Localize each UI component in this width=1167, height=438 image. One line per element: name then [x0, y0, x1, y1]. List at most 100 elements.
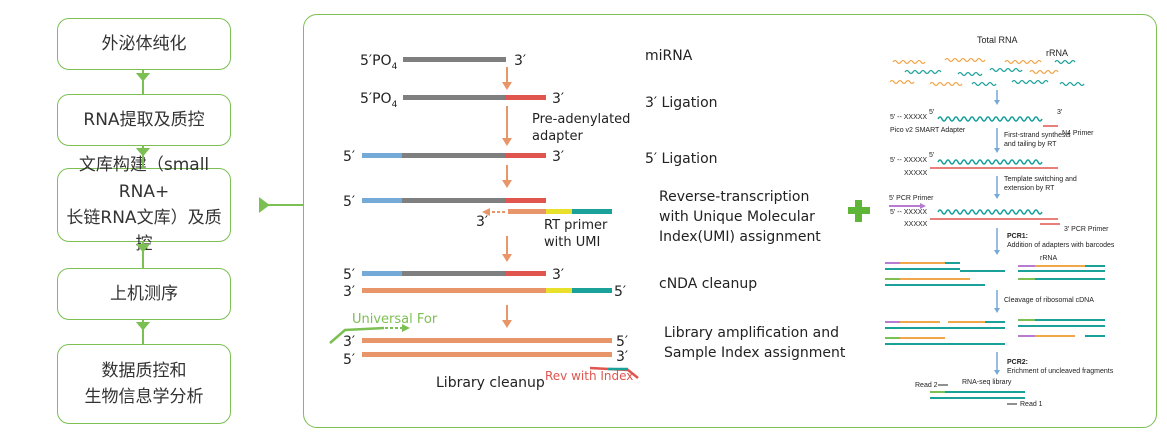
cdna-strand: [362, 288, 546, 293]
cdna-index-tail: [572, 288, 612, 293]
ligation3-3prime: 3′: [552, 91, 564, 107]
universal-for-label: Universal For: [352, 312, 438, 327]
rt-five-adapter: [362, 198, 402, 203]
three-prime-adapter: [506, 95, 546, 100]
workflow-step-4: 上机测序: [57, 268, 231, 320]
step-1-text: 外泌体纯化: [101, 33, 187, 54]
stage-3-ligation: 3′ Ligation: [645, 95, 718, 111]
insert-segment: [402, 153, 506, 158]
stage-rt-line2: with Unique Molecular: [659, 209, 815, 225]
cdna-3prime-top: 3′: [552, 267, 564, 283]
ligation5-5prime: 5′: [343, 149, 355, 165]
mirna-strand: [403, 57, 506, 62]
stage-rt-line3: Index(UMI) assignment: [659, 229, 821, 245]
ligation5-3prime: 3′: [552, 149, 564, 165]
rt-5prime: 5′: [343, 194, 355, 210]
xxxxx-label-2: XXXXX: [904, 221, 928, 228]
rt-primer-note-line1: RT primer: [544, 218, 608, 233]
umi-segment: [546, 209, 572, 214]
step-5-text-line2: 生物信息学分析: [84, 387, 204, 407]
total-rna-squiggles: [889, 57, 1085, 87]
arrow-2-head: [994, 148, 1000, 153]
rt-insert: [402, 198, 506, 203]
adapter-5-label: 5′ -- XXXXX: [890, 114, 927, 121]
mirna-3prime: 3′: [514, 53, 526, 69]
universal-for-primer: [329, 326, 385, 344]
pcr2-desc: Erichment of uncleaved fragments: [1007, 368, 1114, 375]
three-prime-adapter-2: [506, 153, 546, 158]
cdna-umi: [546, 288, 572, 293]
cdna-5prime: 5′: [343, 267, 355, 283]
rev-with-index-label: Rev with Index: [545, 369, 633, 383]
arrow-4-head: [994, 250, 1000, 255]
amp-5prime-top: 5′: [616, 334, 628, 350]
template-switch-line1: Template switching and: [1004, 176, 1077, 183]
stage-mirna: miRNA: [645, 48, 693, 64]
rt-three-adapter: [506, 198, 546, 203]
pcr-primer-3-label: 3′ PCR Primer: [1064, 226, 1109, 233]
small-rna-workflow: 5′PO4 3′ 5′PO4 3′ Pre-adenylated adapter…: [329, 48, 846, 391]
pcr1-products: [885, 262, 1105, 286]
rt1-5prime: 5′: [929, 109, 935, 116]
stage-rt-line1: Reverse-transcription: [659, 189, 809, 205]
adapter-5-label-2: 5′ -- XXXXX: [890, 157, 927, 164]
rrna2-label: rRNA: [1040, 255, 1057, 262]
read2-label: Read 2: [915, 382, 938, 389]
read1-label: Read 1: [1020, 401, 1043, 408]
amp-strand-top: [362, 338, 612, 343]
total-rna-label: Total RNA: [977, 35, 1018, 45]
rna-template-1: [937, 116, 1043, 122]
pcr-primer-5-head: [920, 203, 926, 209]
stage-amplification-line1: Library amplification and: [664, 325, 839, 341]
plus-icon: [848, 200, 870, 222]
cdna-5prime-bottom: 5′: [614, 284, 626, 300]
amp-3prime-bottom: 3′: [616, 349, 628, 365]
stage-cdna-cleanup: cNDA cleanup: [659, 276, 757, 292]
stage-amplification-line2: Sample Index assignment: [664, 345, 846, 361]
amp-strand-bottom: [362, 352, 612, 357]
po4-label-1: 5′PO4: [360, 53, 398, 72]
first-strand-line1: First-strand synthesis: [1004, 132, 1071, 139]
five-prime-adapter: [362, 153, 402, 158]
rt1-3prime: 3′: [1057, 109, 1063, 116]
workflow-connectors: [135, 69, 303, 344]
cleavage-label: Cleavage of ribosomal cDNA: [1004, 297, 1094, 304]
step-5-text-line1: 数据质控和: [101, 360, 187, 381]
arrow-5-head: [994, 308, 1000, 313]
cdna-three-adapter: [506, 271, 546, 276]
first-strand-line2: and tailing by RT: [1004, 141, 1057, 148]
stage-5-ligation: 5′ Ligation: [645, 151, 718, 167]
pcr1-desc: Addition of adapters with barcodes: [1007, 242, 1115, 249]
long-rna-workflow: Total RNA rRNA 5′ -- XXXXX 5′ 3′ N4 Prim…: [885, 35, 1115, 408]
pico-adapter-label: Pico v2 SMART Adapter: [890, 127, 966, 134]
rt2-5prime: 5′: [929, 152, 935, 159]
rna-template-2: [937, 159, 1043, 165]
arrow-3-head: [994, 194, 1000, 199]
xxxxx-label-1: XXXXX: [904, 170, 928, 177]
arrow-6-head: [994, 370, 1000, 375]
amp-3prime-top: 3′: [343, 334, 355, 350]
po4-label-2: 5′PO4: [360, 91, 398, 110]
final-library: [930, 391, 1025, 399]
mirna-strand-2: [403, 95, 506, 100]
arrow-1-head: [994, 100, 1000, 105]
rna-template-3: [937, 209, 1043, 215]
universal-for-arrowhead: [402, 324, 410, 332]
rt-3prime: 3′: [476, 214, 488, 230]
rt-primer-note-line2: with UMI: [544, 235, 600, 250]
rnaseq-library-label: RNA-seq library: [962, 379, 1012, 386]
adapter-5-label-3: 5′ -- XXXXX: [890, 209, 927, 216]
amp-5prime-bottom: 5′: [343, 352, 355, 368]
workflow-step-5: 数据质控和 生物信息学分析: [57, 344, 231, 424]
rt-primer-body: [508, 209, 546, 214]
extension-arrow-head: [482, 208, 490, 216]
pcr1-title: PCR1:: [1007, 233, 1028, 240]
adapter-note-line1: Pre-adenylated: [532, 112, 630, 127]
cdna-insert: [402, 271, 506, 276]
n4-primer-label: N4 Primer: [1062, 130, 1094, 137]
workflow-step-2: RNA提取及质控: [57, 94, 231, 146]
library-cleanup-label: Library cleanup: [436, 375, 545, 391]
cdna-3prime-bottom: 3′: [343, 284, 355, 300]
adapter-note-line2: adapter: [532, 129, 584, 144]
